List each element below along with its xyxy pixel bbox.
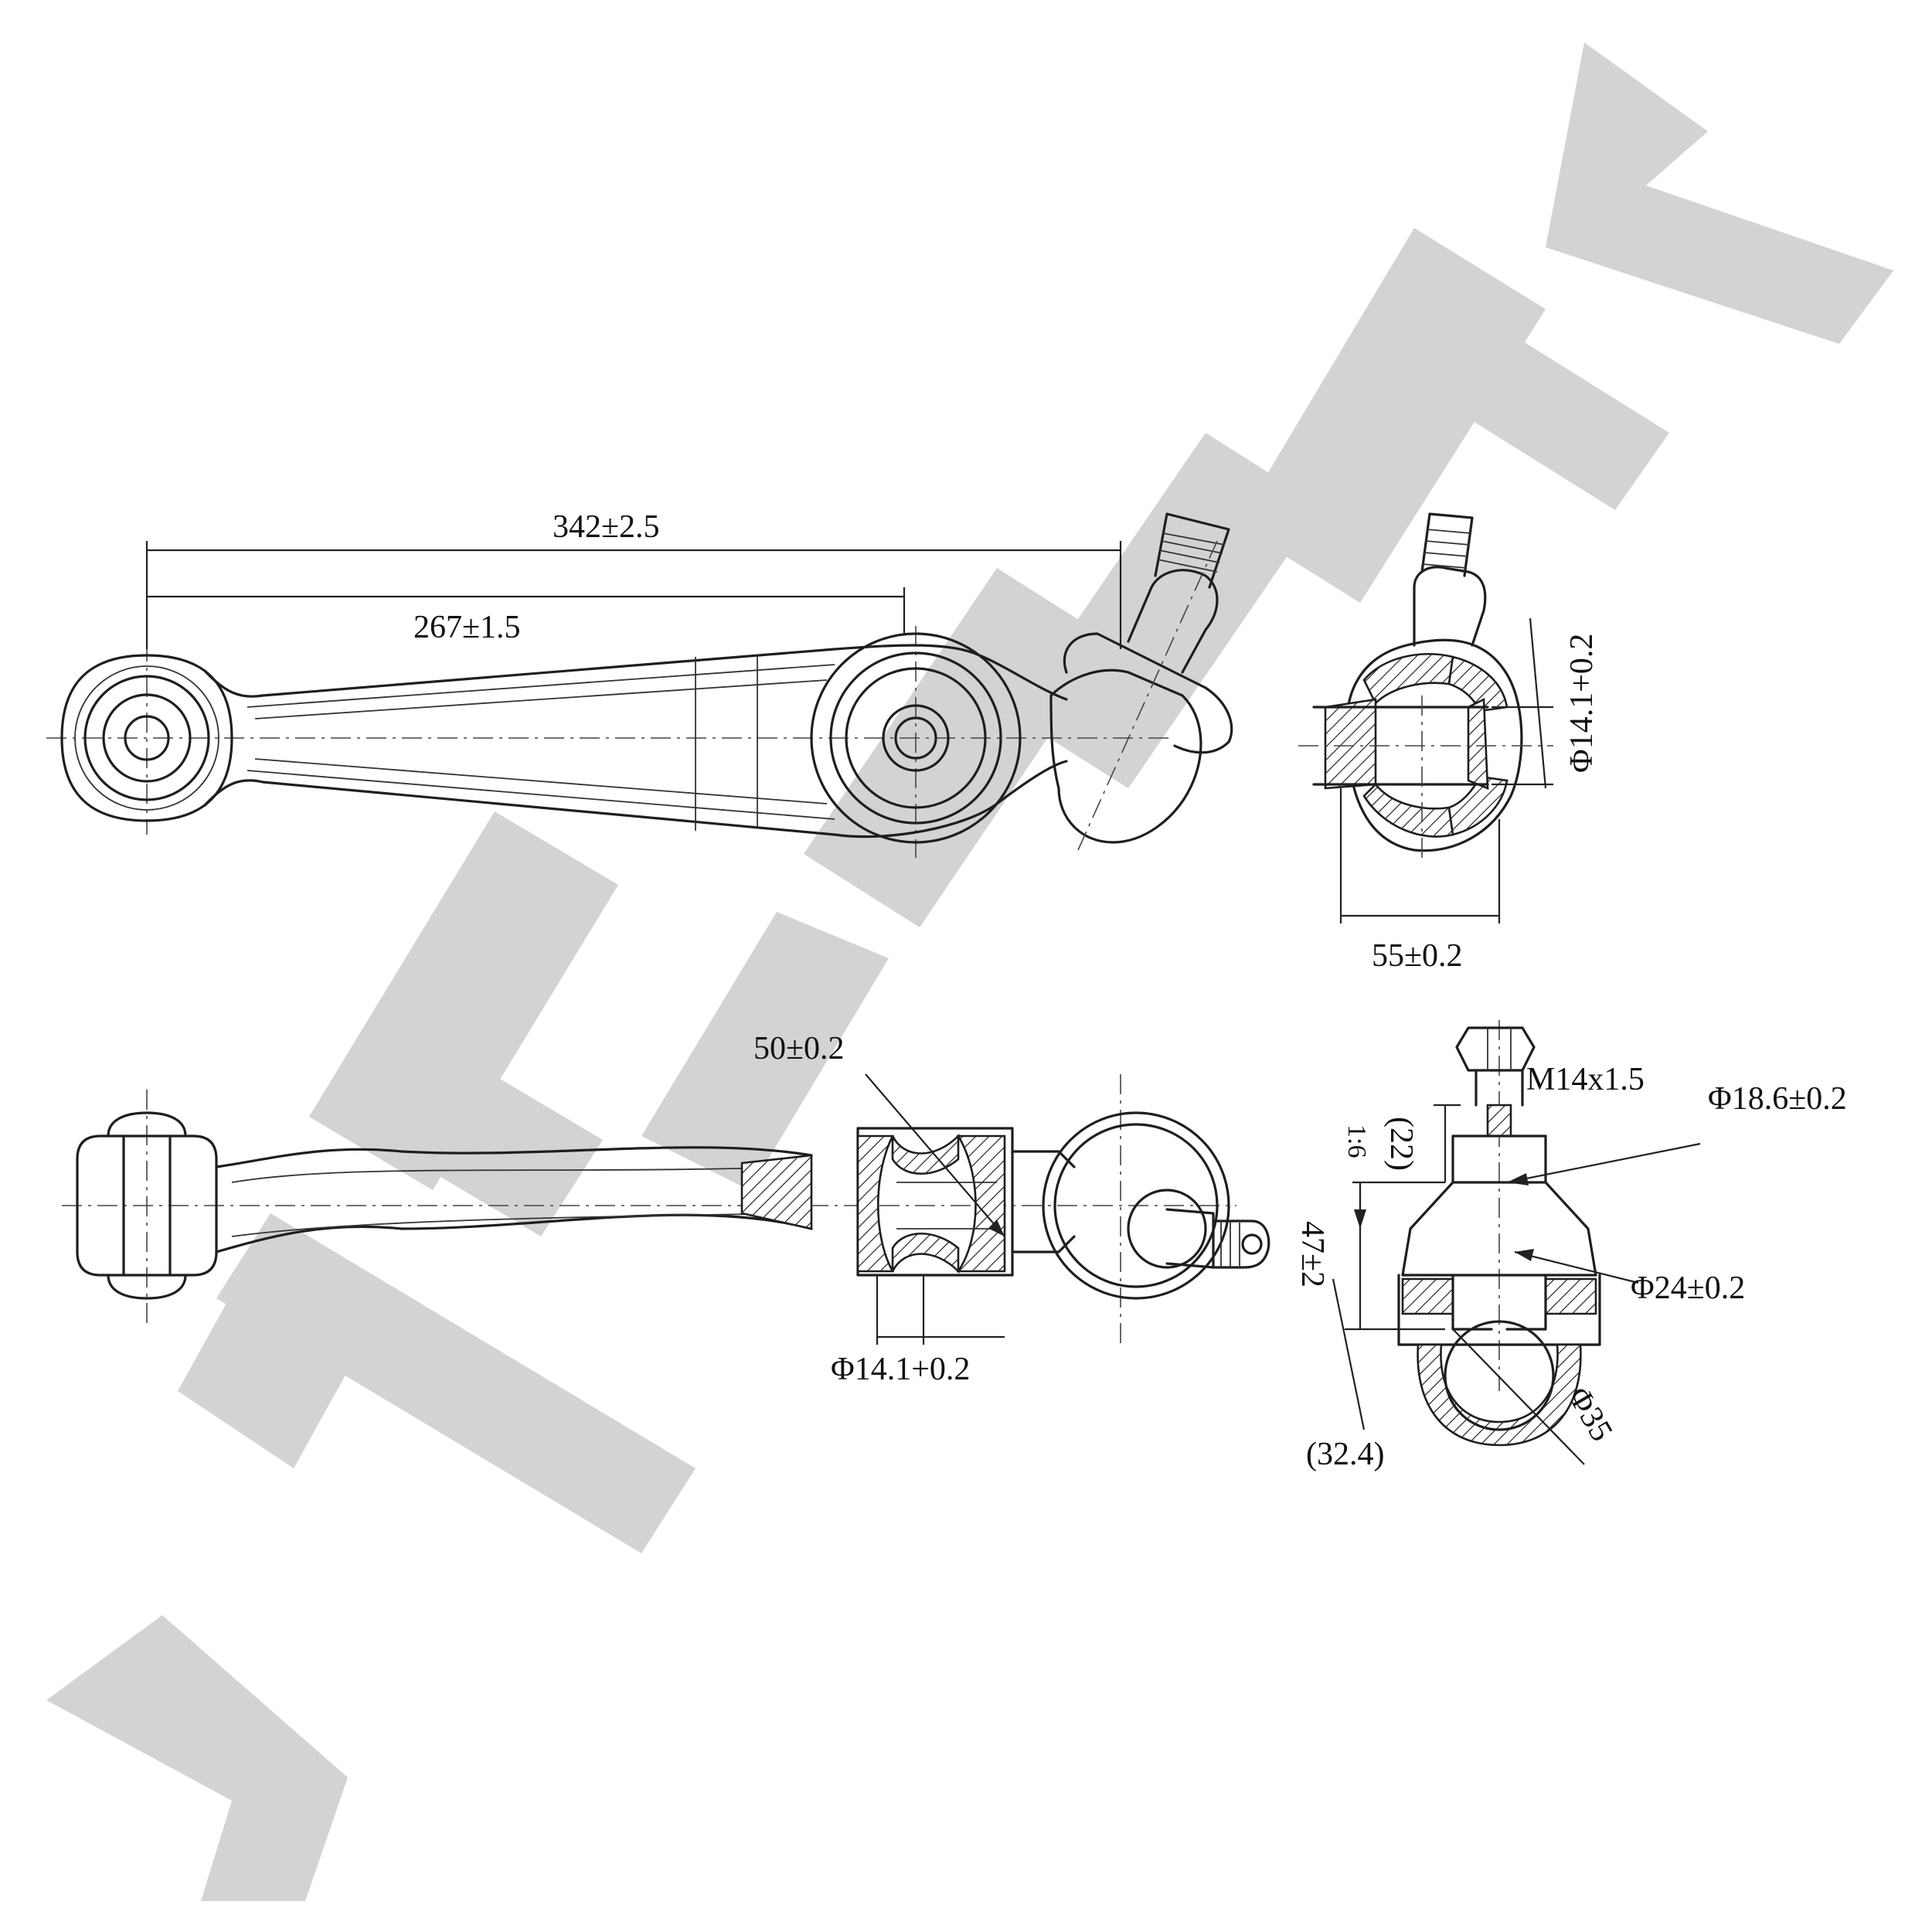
dim-bushing-width: 55±0.2	[1372, 938, 1463, 974]
arm-beam-lower-edge	[203, 760, 1068, 838]
dim-neck-diameter: Φ24±0.2	[1631, 1270, 1745, 1306]
side-view-dimensions: 50±0.2 Φ14.1+0.2	[753, 1031, 1005, 1387]
arm-beam-upper-edge	[203, 644, 1068, 701]
dim-ref-height: (32.4)	[1306, 1437, 1384, 1472]
side-view-control-arm	[62, 1074, 1270, 1345]
arm-side-lower	[215, 1213, 813, 1253]
dim-bushing-bore: Φ14.1+0.2	[1564, 634, 1600, 773]
arm-side-upper	[215, 1146, 813, 1168]
ball-joint-section-view	[1332, 1020, 1701, 1465]
ball-joint-flange-side	[1042, 1111, 1230, 1300]
bushing-side-section-left	[856, 1134, 895, 1273]
dim-taper: 1:6	[1342, 1124, 1371, 1158]
bushing-side-section-right	[956, 1134, 1006, 1273]
dim-thread: M14x1.5	[1526, 1062, 1645, 1097]
ball	[1444, 1320, 1555, 1431]
dim-height: 47±2	[1294, 1221, 1330, 1287]
dim-stud-length: (22)	[1383, 1117, 1419, 1171]
rear-eye-outline	[60, 654, 233, 822]
ball-joint-boot	[1049, 668, 1202, 844]
dim-stud-diameter: Φ18.6±0.2	[1708, 1081, 1847, 1117]
nut-hex	[1455, 1026, 1536, 1072]
bushing-section-view: Φ14.1+0.2 55±0.2	[1298, 512, 1600, 974]
side-stud-thread	[1212, 1219, 1270, 1269]
top-view-control-arm	[46, 512, 1233, 858]
dim-overall-length: 342±2.5	[553, 509, 660, 545]
bushing-stud-thread	[1420, 512, 1474, 577]
ball-joint-dimensions: M14x1.5 Φ18.6±0.2 Φ24±0.2 Φ35 47±2 (22) …	[1294, 1062, 1847, 1472]
dim-side-bushing-width: 50±0.2	[753, 1031, 845, 1066]
dim-side-bushing-bore: Φ14.1+0.2	[831, 1352, 970, 1387]
dim-pivot-length: 267±1.5	[413, 610, 521, 645]
top-view-dimensions: 342±2.5 267±1.5	[145, 509, 1122, 649]
zennek-watermark-logo	[46, 43, 1893, 1901]
threaded-stud	[1154, 512, 1230, 589]
